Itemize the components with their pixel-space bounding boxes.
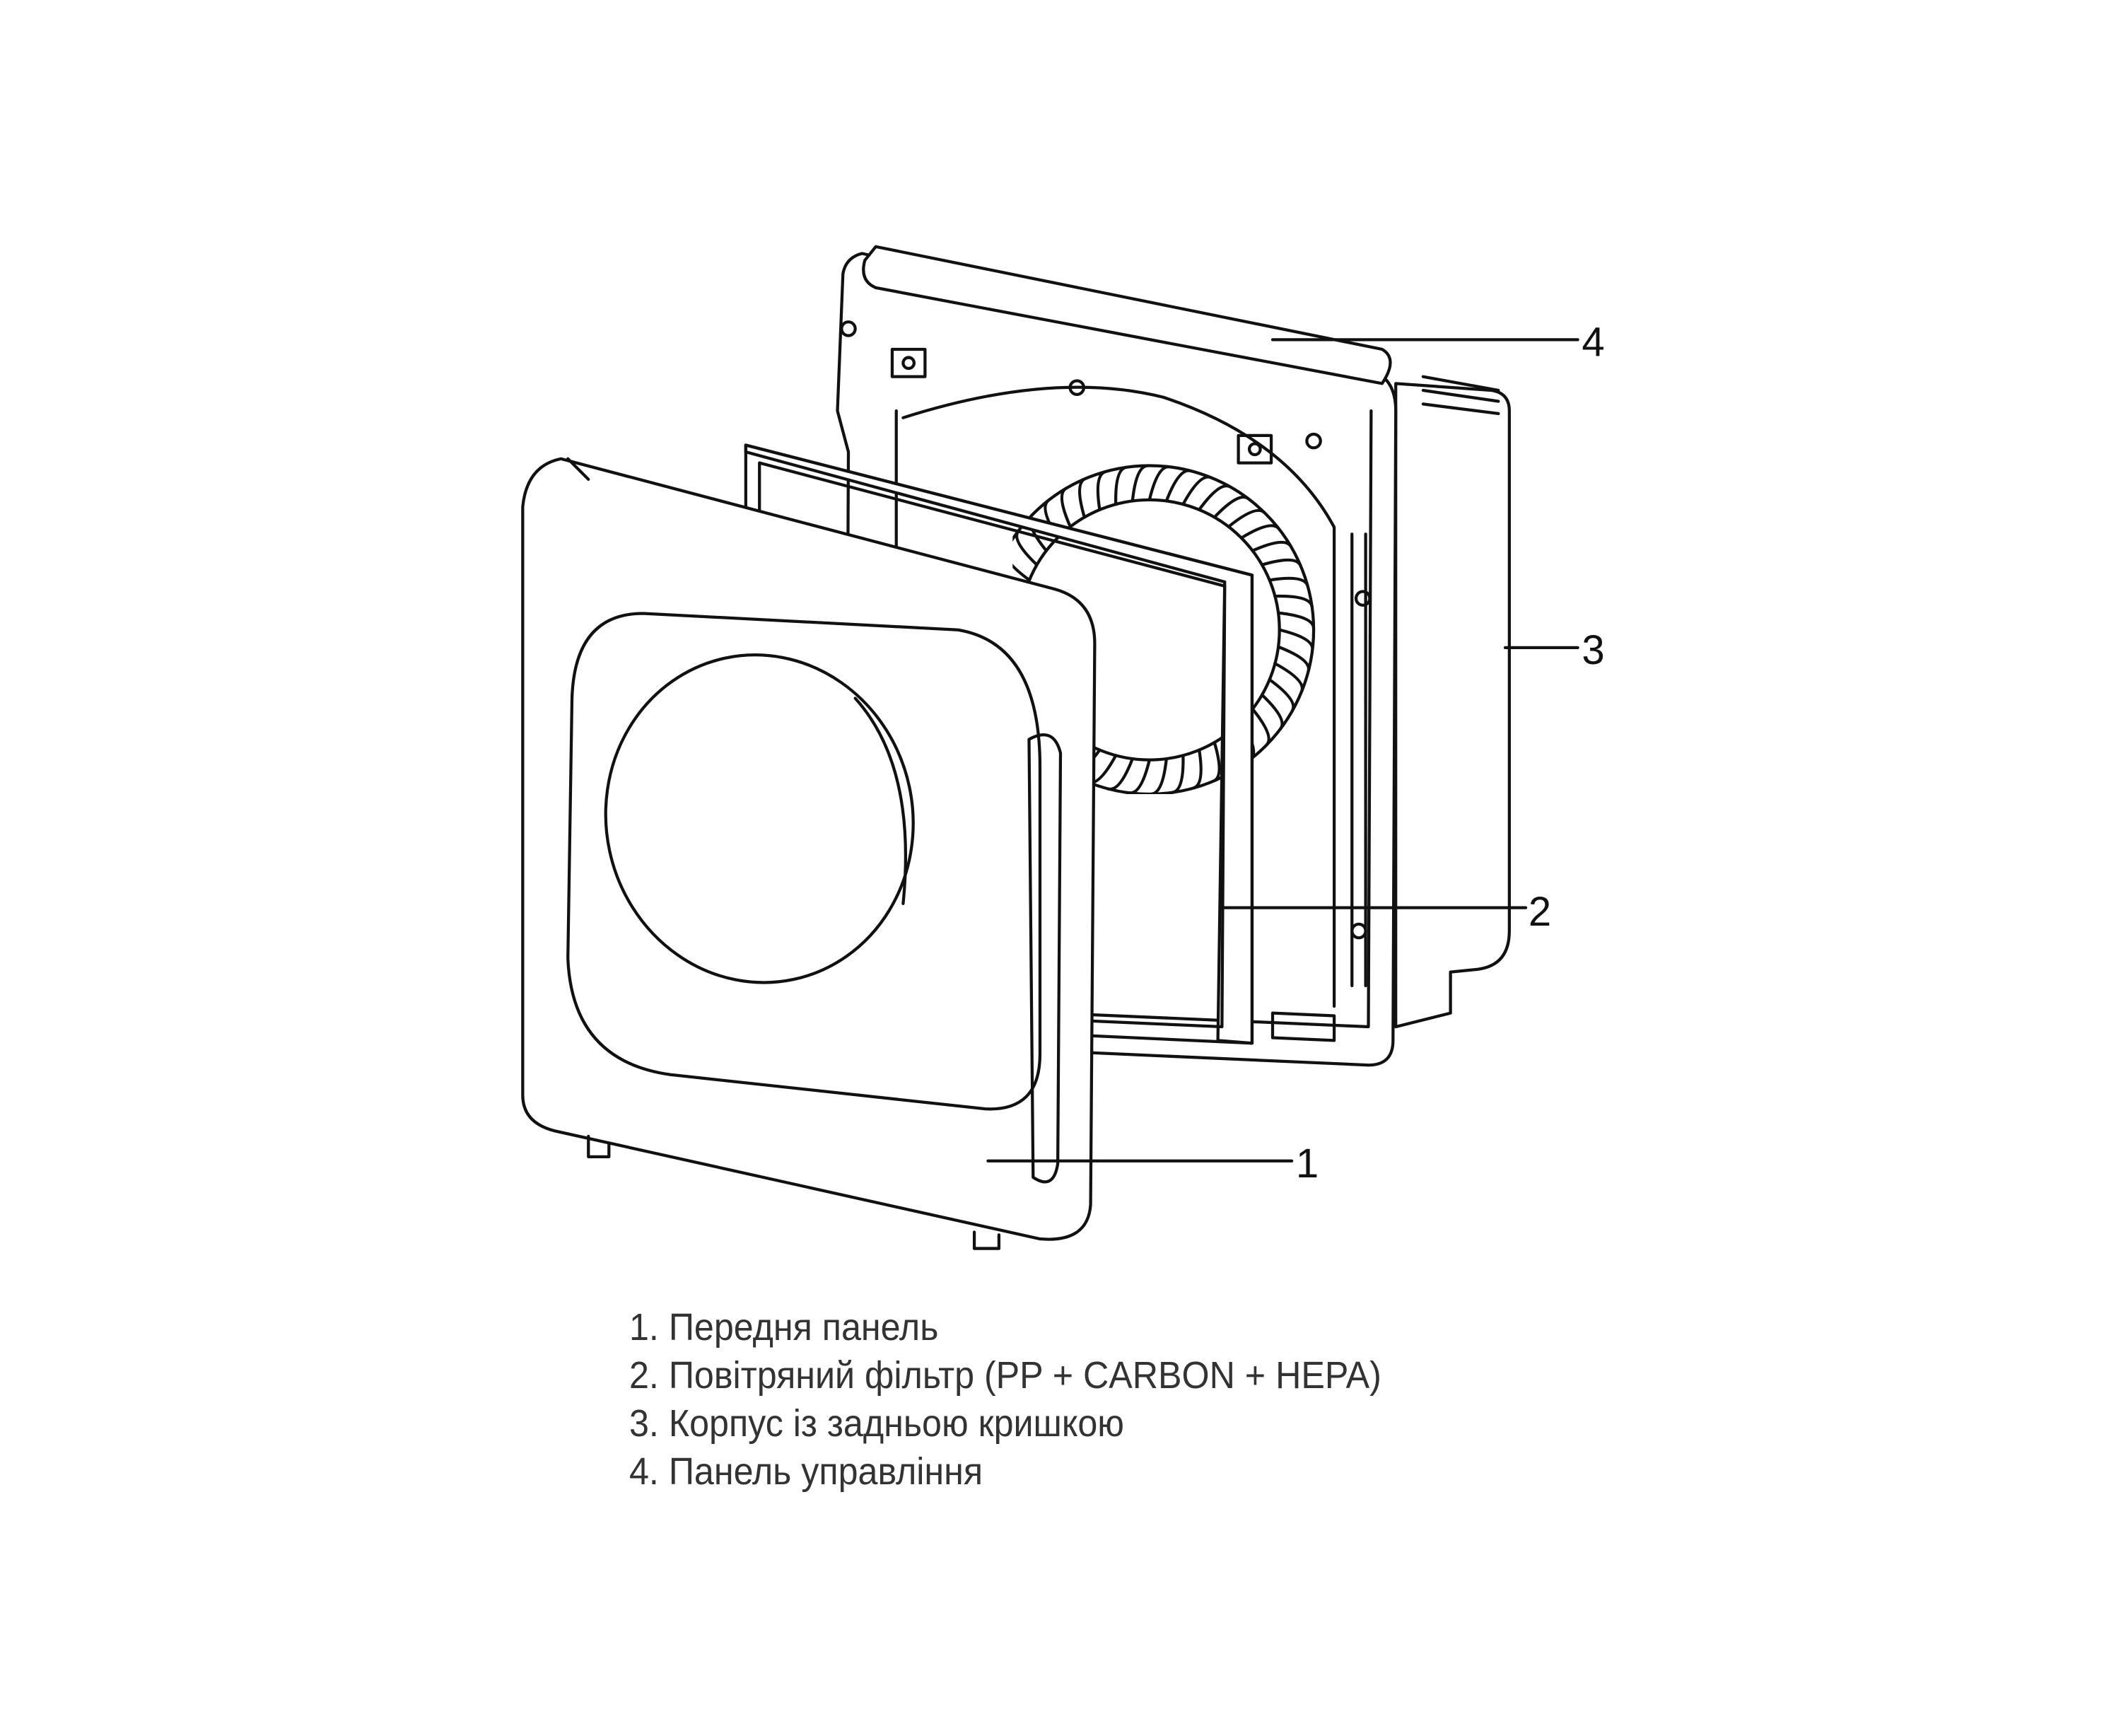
callout-number-2: 2 <box>1529 889 1551 935</box>
control-panel <box>862 245 1392 385</box>
callout-4: 4 <box>1270 320 1605 366</box>
callout-1: 1 <box>986 1141 1319 1187</box>
parts-legend: 1. Передня панель 2. Повітряний фільтр (… <box>629 1303 1381 1496</box>
legend-item-housing: 3. Корпус із задньою кришкою <box>629 1402 1124 1445</box>
legend-item-air-filter: 2. Повітряний фільтр (PP + CARBON + HEPA… <box>629 1354 1381 1397</box>
legend-item-control-panel: 4. Панель управління <box>629 1450 983 1493</box>
front-panel <box>521 457 1097 1250</box>
callout-2: 2 <box>1223 889 1551 935</box>
callout-3: 3 <box>1503 627 1605 673</box>
callout-number-1: 1 <box>1296 1141 1319 1187</box>
callout-number-4: 4 <box>1582 320 1604 366</box>
legend-item-front-panel: 1. Передня панель <box>629 1306 939 1348</box>
callout-number-3: 3 <box>1582 627 1604 673</box>
